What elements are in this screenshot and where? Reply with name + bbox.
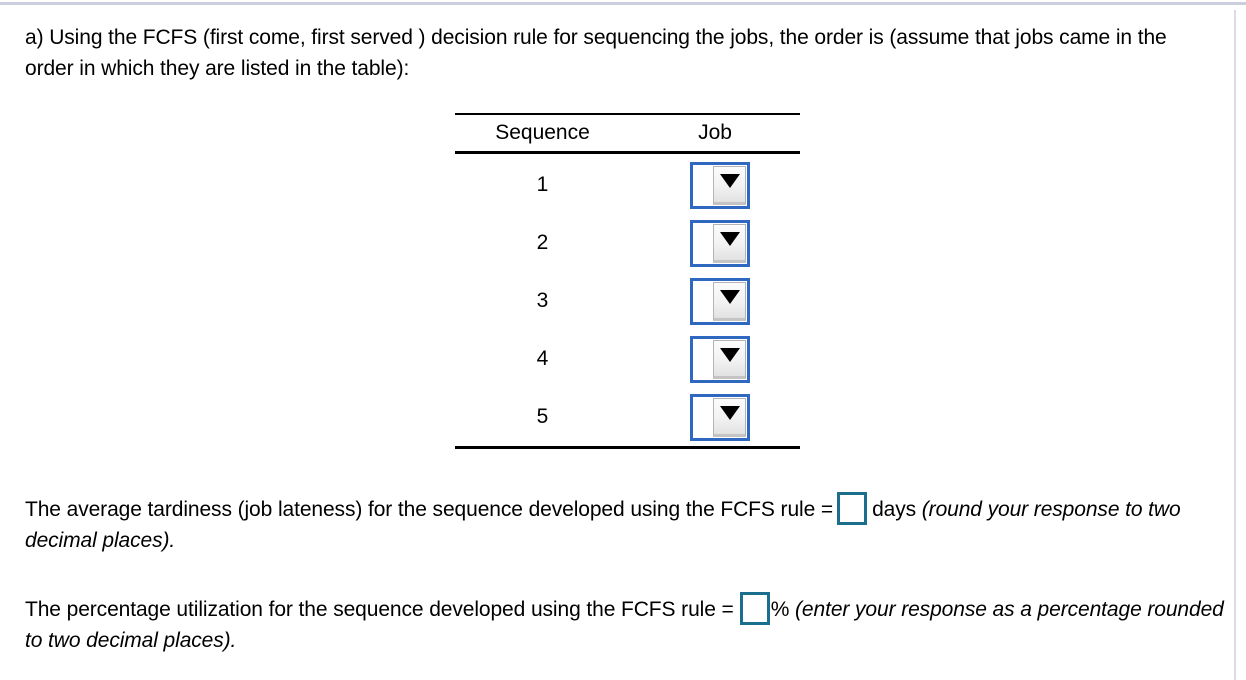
tardiness-question: The average tardiness (job lateness) for… — [25, 492, 1230, 556]
caret-down-icon — [719, 173, 740, 188]
job-dropdown-1-button[interactable] — [713, 165, 746, 205]
caret-down-icon — [719, 405, 740, 420]
job-dropdown-5-button[interactable] — [713, 397, 746, 437]
job-dropdown-2[interactable] — [690, 219, 750, 267]
table-header-row: Sequence Job — [455, 115, 800, 151]
table-row: 3 — [455, 272, 800, 330]
page-top-border — [0, 2, 1246, 5]
column-header-job: Job — [698, 121, 732, 144]
job-dropdown-5[interactable] — [690, 393, 750, 441]
utilization-lead-text: The percentage utilization for the seque… — [25, 598, 734, 621]
table-row: 2 — [455, 214, 800, 272]
table-row: 1 — [455, 156, 800, 214]
utilization-question: The percentage utilization for the seque… — [25, 592, 1230, 656]
table-header-rule — [455, 151, 800, 154]
tardiness-lead-text: The average tardiness (job lateness) for… — [25, 498, 834, 521]
sequence-cell-3: 3 — [536, 289, 549, 312]
job-dropdown-4[interactable] — [690, 335, 750, 383]
sequence-cell-2: 2 — [536, 231, 549, 254]
table-row: 5 — [455, 388, 800, 446]
tardiness-unit-label: days — [872, 498, 917, 521]
page-right-border — [1234, 10, 1236, 680]
table-bottom-rule — [455, 446, 800, 449]
job-cell-4 — [630, 335, 800, 383]
job-dropdown-2-button[interactable] — [713, 223, 746, 263]
utilization-answer-input[interactable] — [739, 592, 770, 625]
table-row: 4 — [455, 330, 800, 388]
sequence-cell-4: 4 — [536, 347, 549, 370]
job-dropdown-4-button[interactable] — [713, 339, 746, 379]
sequence-cell-1: 1 — [536, 173, 549, 196]
caret-down-icon — [719, 289, 740, 304]
caret-down-icon — [719, 231, 740, 246]
job-dropdown-3[interactable] — [690, 277, 750, 325]
tardiness-answer-input[interactable] — [837, 492, 868, 525]
caret-down-icon — [719, 347, 740, 362]
table-top-rule — [455, 113, 800, 115]
job-cell-2 — [630, 219, 800, 267]
question-prompt-text: a) Using the FCFS (first come, first ser… — [25, 26, 1167, 80]
column-header-sequence: Sequence — [495, 121, 590, 144]
job-dropdown-3-button[interactable] — [713, 281, 746, 321]
job-cell-3 — [630, 277, 800, 325]
utilization-instruction-text: (enter your response as a percentage rou… — [25, 598, 1224, 652]
job-dropdown-1[interactable] — [690, 161, 750, 209]
utilization-unit-label: % — [770, 598, 790, 621]
job-cell-1 — [630, 161, 800, 209]
tardiness-instruction-text: (round your response to two decimal plac… — [25, 498, 1181, 552]
table-body: 1 2 — [455, 154, 800, 446]
sequence-cell-5: 5 — [536, 405, 549, 428]
sequence-job-table: Sequence Job 1 2 — [455, 113, 800, 449]
job-cell-5 — [630, 393, 800, 441]
